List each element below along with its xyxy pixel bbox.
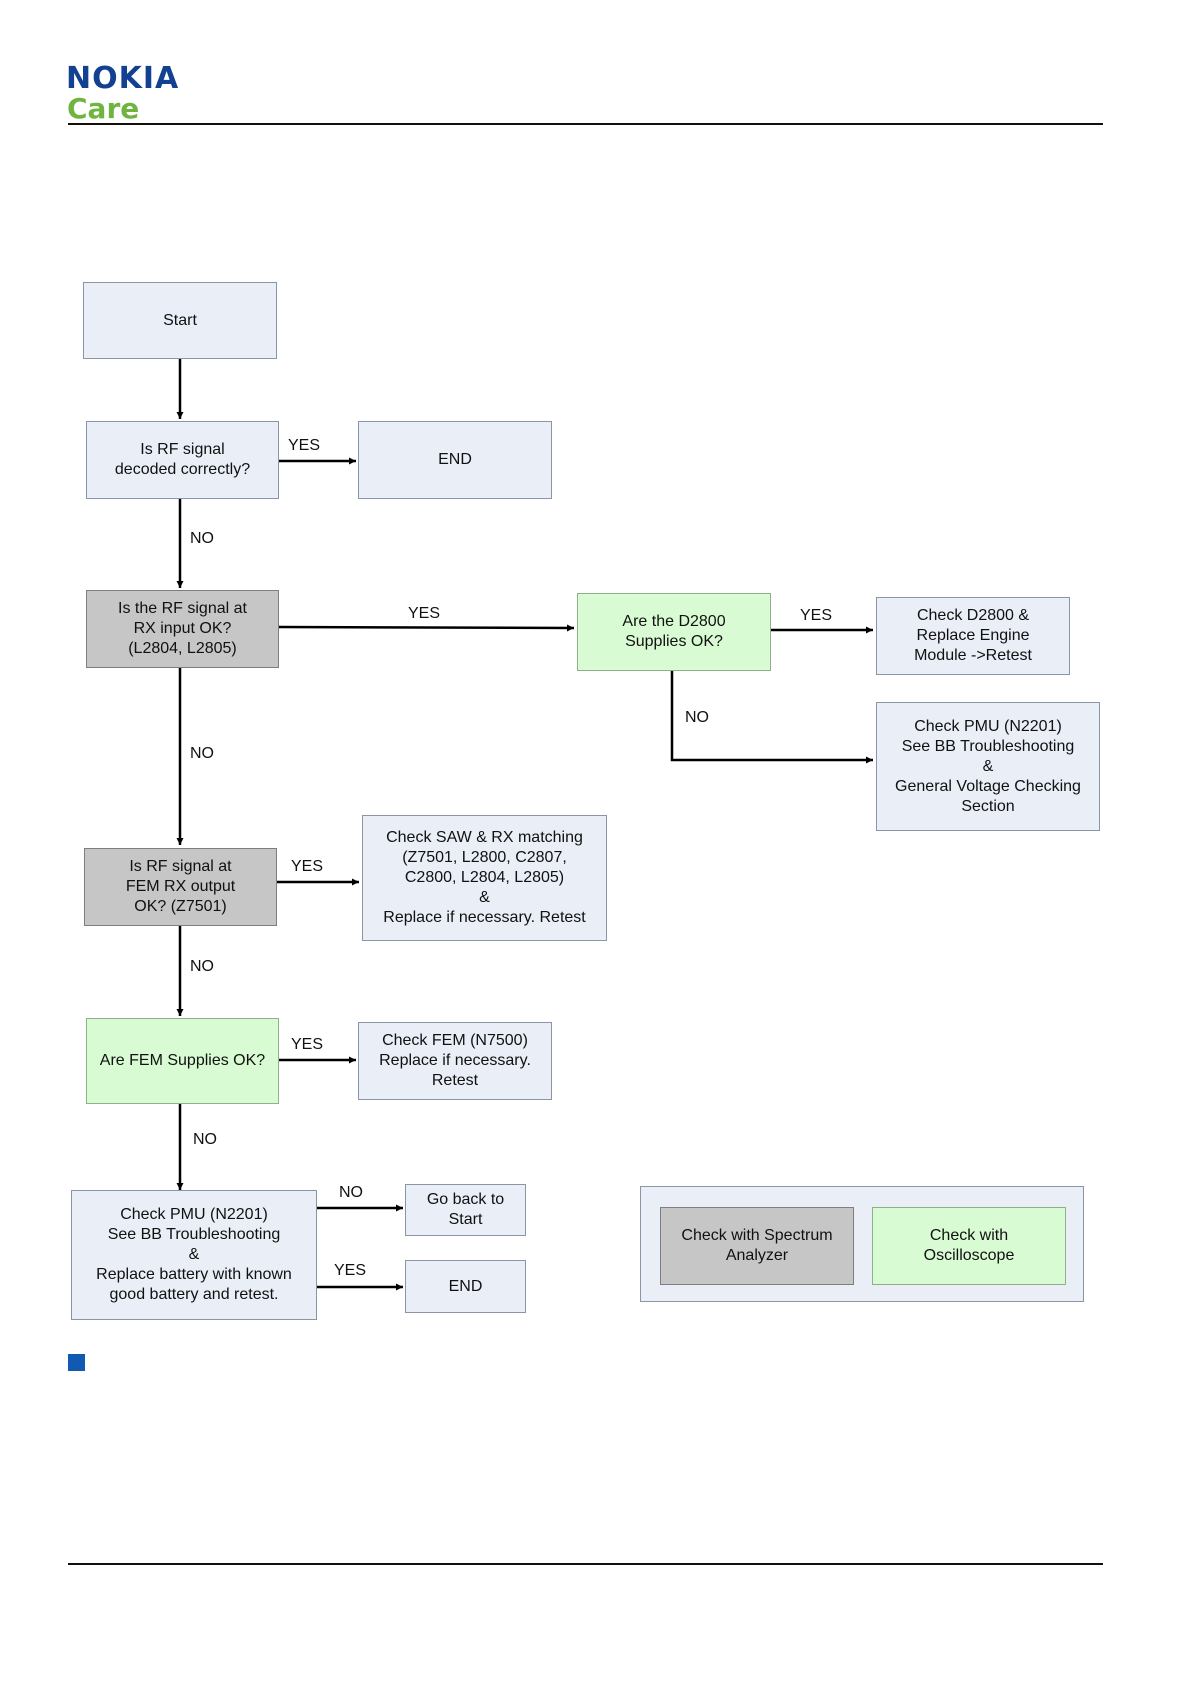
decision-rf-decoded: Is RF signal decoded correctly? — [86, 421, 279, 499]
label-yes-pmu: YES — [334, 1262, 367, 1279]
label-no-rx-input: NO — [190, 745, 214, 762]
end-box-2: END — [405, 1260, 526, 1313]
check-fem-box: Check FEM (N7500) Replace if necessary. … — [358, 1022, 552, 1100]
decision-rx-input: Is the RF signal at RX input OK? (L2804,… — [86, 590, 279, 668]
check-saw-box: Check SAW & RX matching (Z7501, L2800, C… — [362, 815, 607, 941]
check-pmu-box-2: Check PMU (N2201) See BB Troubleshooting… — [71, 1190, 317, 1320]
start-box: Start — [83, 282, 277, 359]
care-logo: Care — [67, 92, 140, 125]
header-rule — [68, 123, 1103, 125]
nokia-logo: NOKIA — [66, 61, 180, 96]
decision-d2800-supplies: Are the D2800 Supplies OK? — [577, 593, 771, 671]
decision-fem-supplies: Are FEM Supplies OK? — [86, 1018, 279, 1104]
label-no-decoded: NO — [190, 530, 214, 547]
arrow-d2800-no — [670, 669, 873, 764]
label-no-fem-supplies: NO — [193, 1131, 217, 1148]
decision-fem-rx-output: Is RF signal at FEM RX output OK? (Z7501… — [84, 848, 277, 926]
go-back-to-start-box: Go back to Start — [405, 1184, 526, 1236]
label-yes-rx-input: YES — [408, 605, 441, 622]
check-pmu-box-1: Check PMU (N2201) See BB Troubleshooting… — [876, 702, 1100, 831]
label-yes-d2800: YES — [800, 607, 833, 624]
footer-rule — [68, 1563, 1103, 1565]
legend-oscilloscope: Check with Oscilloscope — [872, 1207, 1066, 1285]
section-bullet-square — [68, 1354, 85, 1371]
label-no-fem-rx: NO — [190, 958, 214, 975]
check-d2800-box: Check D2800 & Replace Engine Module ->Re… — [876, 597, 1070, 675]
label-no-pmu: NO — [339, 1184, 363, 1201]
label-yes-fem-rx: YES — [291, 858, 324, 875]
end-box-1: END — [358, 421, 552, 499]
label-yes-fem-supplies: YES — [291, 1036, 324, 1053]
label-no-d2800: NO — [685, 709, 709, 726]
label-yes-decoded: YES — [288, 437, 321, 454]
legend-spectrum-analyzer: Check with Spectrum Analyzer — [660, 1207, 854, 1285]
arrow-rx-input-yes — [278, 624, 575, 632]
